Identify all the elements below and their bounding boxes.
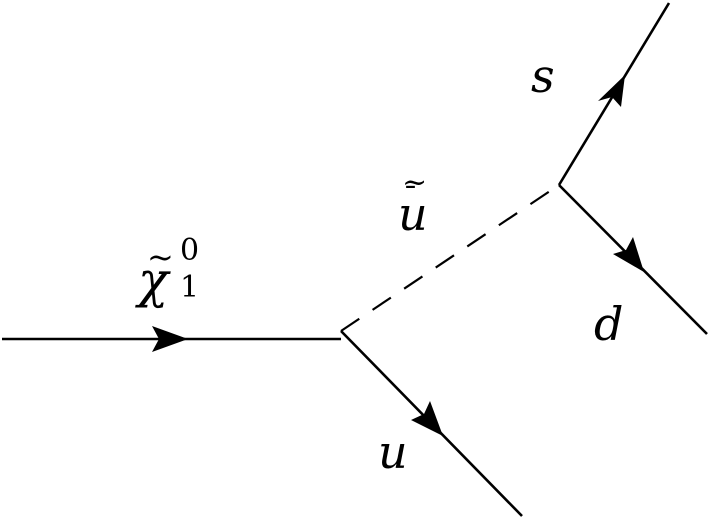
d-quark-label: d xyxy=(594,297,623,351)
neutralino-label: χ ~ 1 0 xyxy=(135,233,199,309)
neutralino-symbol: χ xyxy=(135,251,171,309)
d-quark-arrow xyxy=(613,237,644,272)
squark-bar: ¯ xyxy=(403,181,418,216)
neutralino-subscript: 1 xyxy=(180,270,199,305)
squark-tilde: ~ xyxy=(402,165,427,200)
u-quark-arrow xyxy=(411,401,443,436)
squark-propagator-line xyxy=(340,184,560,332)
u-quark-label: u xyxy=(378,425,408,479)
neutralino-tilde: ~ xyxy=(147,238,174,276)
neutralino-arrow xyxy=(152,326,188,352)
neutralino-superscript: 0 xyxy=(180,233,199,268)
s-quark-arrow xyxy=(598,75,625,107)
s-quark-label: s xyxy=(531,49,555,103)
squark-symbol: u xyxy=(398,187,428,241)
squark-label: u ~ ¯ xyxy=(398,165,428,241)
